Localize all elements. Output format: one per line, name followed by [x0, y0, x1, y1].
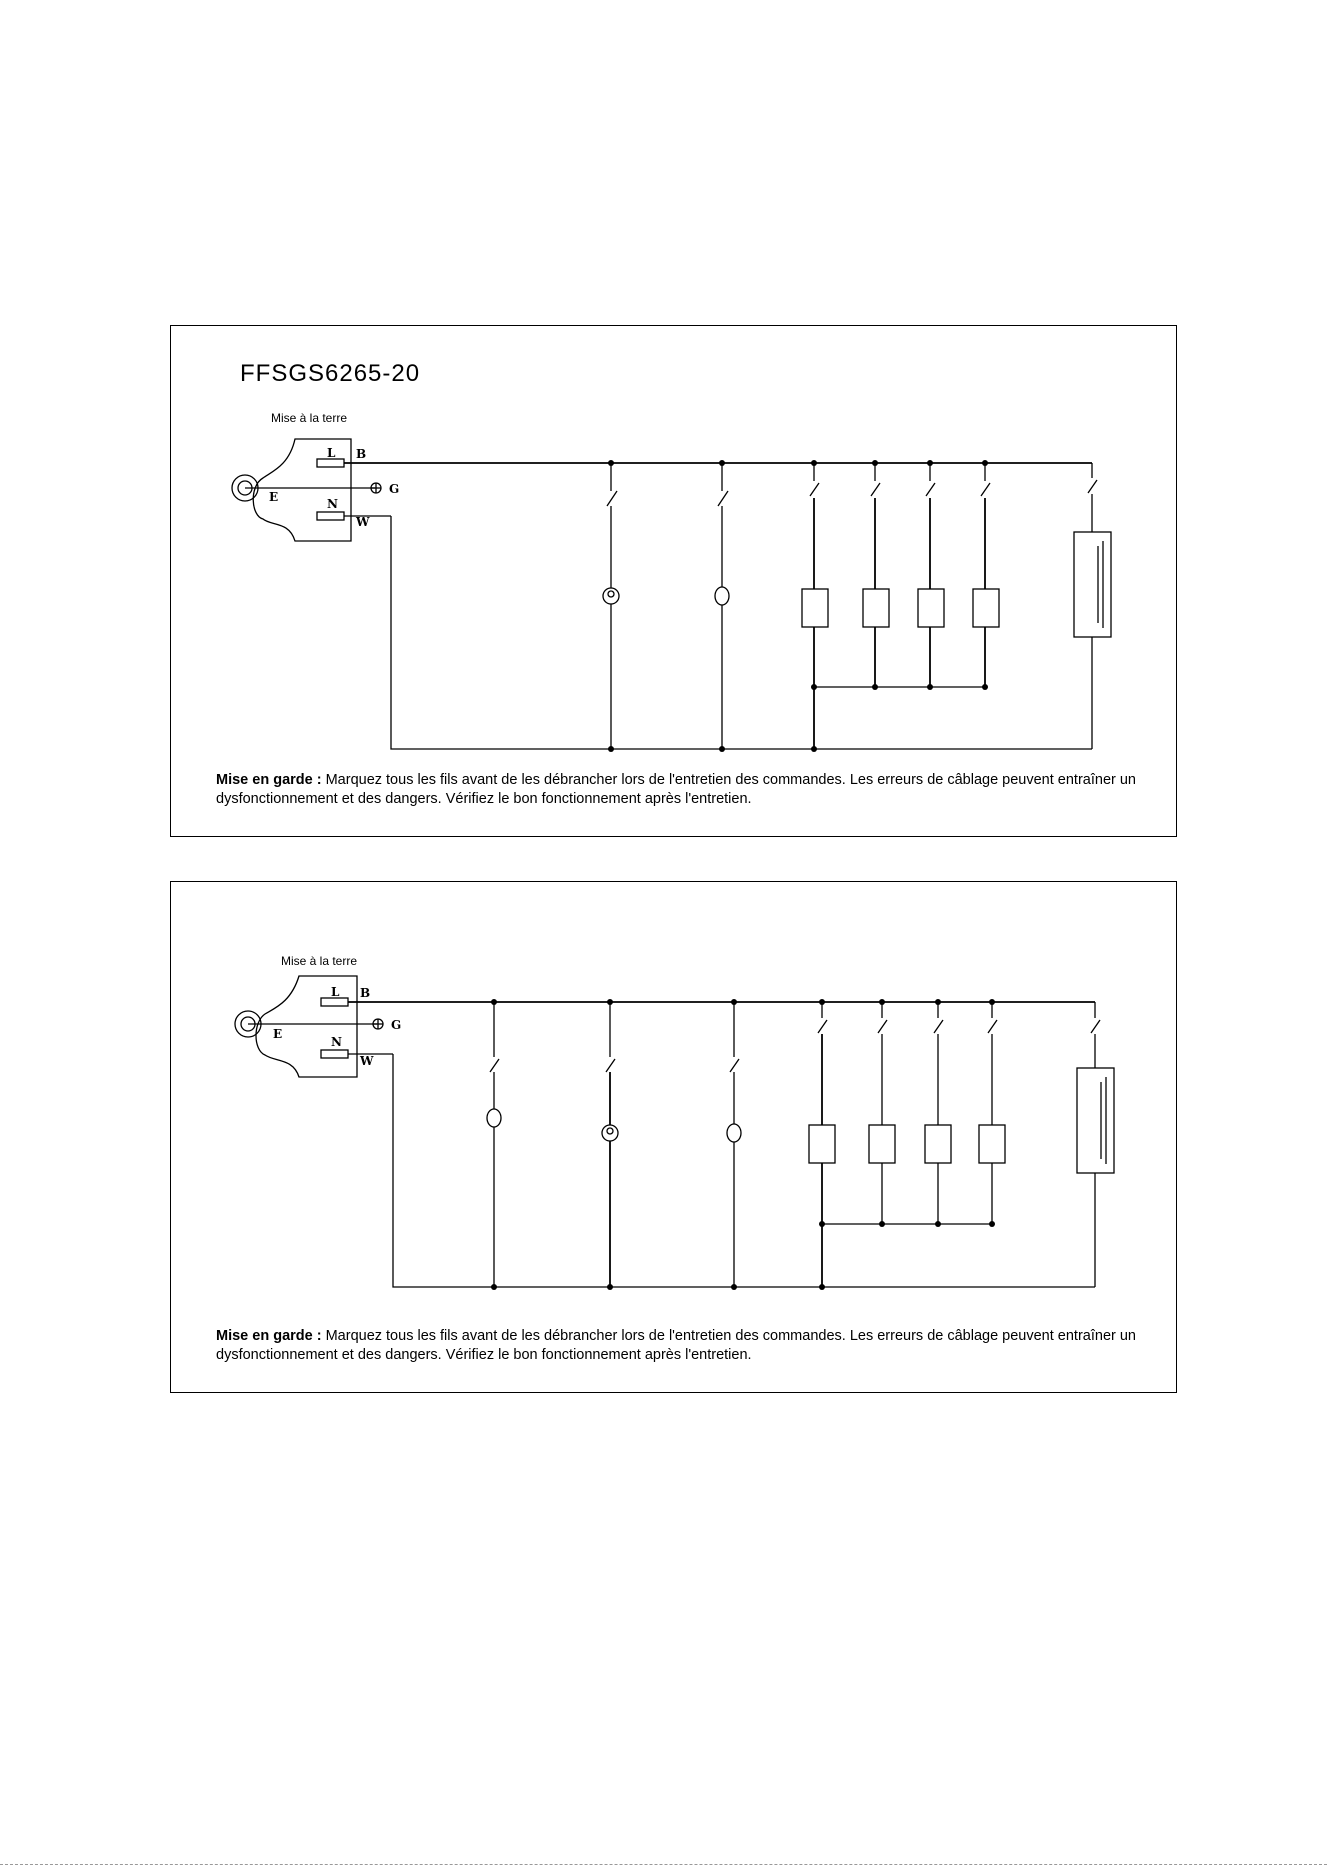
terminal-n-label: N — [327, 497, 338, 511]
warning-body: Marquez tous les fils avant de les débra… — [216, 1328, 1136, 1363]
wiring-diagram-panel-2: Mise à la terre — [170, 881, 1177, 1393]
warning-heading: Mise en garde : — [216, 1328, 322, 1344]
burner-switch-icon — [868, 1124, 896, 1164]
burner-switch-group — [808, 1002, 1006, 1287]
ground-label: Mise à la terre — [281, 954, 358, 968]
terminal-e-label: E — [269, 490, 278, 504]
model-number-title: FFSGS6265-20 — [240, 360, 421, 387]
terminal-w-label: W — [359, 1054, 374, 1068]
burner-switch-icon — [917, 588, 945, 628]
igniter-module-icon — [1076, 1067, 1115, 1174]
page-bottom-rule — [0, 1864, 1327, 1865]
motor-icon — [714, 586, 730, 606]
terminal-w-label: W — [355, 515, 370, 529]
burner-switch-icon — [978, 1124, 1006, 1164]
igniter-module-icon — [1073, 531, 1112, 638]
terminal-b-label: B — [360, 986, 370, 1000]
wiring-diagram-panel-1: FFSGS6265-20 Mise à la terre — [170, 325, 1177, 837]
warning-heading: Mise en garde : — [216, 772, 322, 788]
power-plug-icon — [231, 438, 375, 542]
ground-icon — [370, 482, 382, 494]
terminal-g-label: G — [389, 482, 399, 496]
power-plug-icon — [234, 975, 377, 1078]
terminal-b-label: B — [356, 447, 366, 461]
ground-icon — [372, 1018, 384, 1030]
terminal-l-label: L — [331, 985, 340, 999]
lamp-icon — [601, 1124, 619, 1142]
warning-text: Mise en garde : Marquez tous les fils av… — [216, 1327, 1156, 1365]
wiring-schematic: L N E B G W — [231, 438, 1112, 752]
terminal-l-label: L — [327, 446, 336, 460]
warning-text: Mise en garde : Marquez tous les fils av… — [216, 771, 1156, 809]
wiring-schematic: L N E B G W — [234, 975, 1115, 1290]
warning-body: Marquez tous les fils avant de les débra… — [216, 772, 1136, 807]
motor-icon — [486, 1108, 502, 1128]
terminal-g-label: G — [391, 1018, 401, 1032]
burner-switch-icon — [924, 1124, 952, 1164]
burner-switch-icon — [808, 1124, 836, 1164]
terminal-n-label: N — [331, 1035, 342, 1049]
lamp-icon — [602, 587, 620, 605]
ground-label: Mise à la terre — [271, 411, 348, 425]
burner-switch-group — [801, 463, 1000, 749]
burner-switch-icon — [862, 588, 890, 628]
terminal-e-label: E — [273, 1027, 282, 1041]
burner-switch-icon — [972, 588, 1000, 628]
burner-switch-icon — [801, 588, 829, 628]
motor-icon — [726, 1123, 742, 1143]
